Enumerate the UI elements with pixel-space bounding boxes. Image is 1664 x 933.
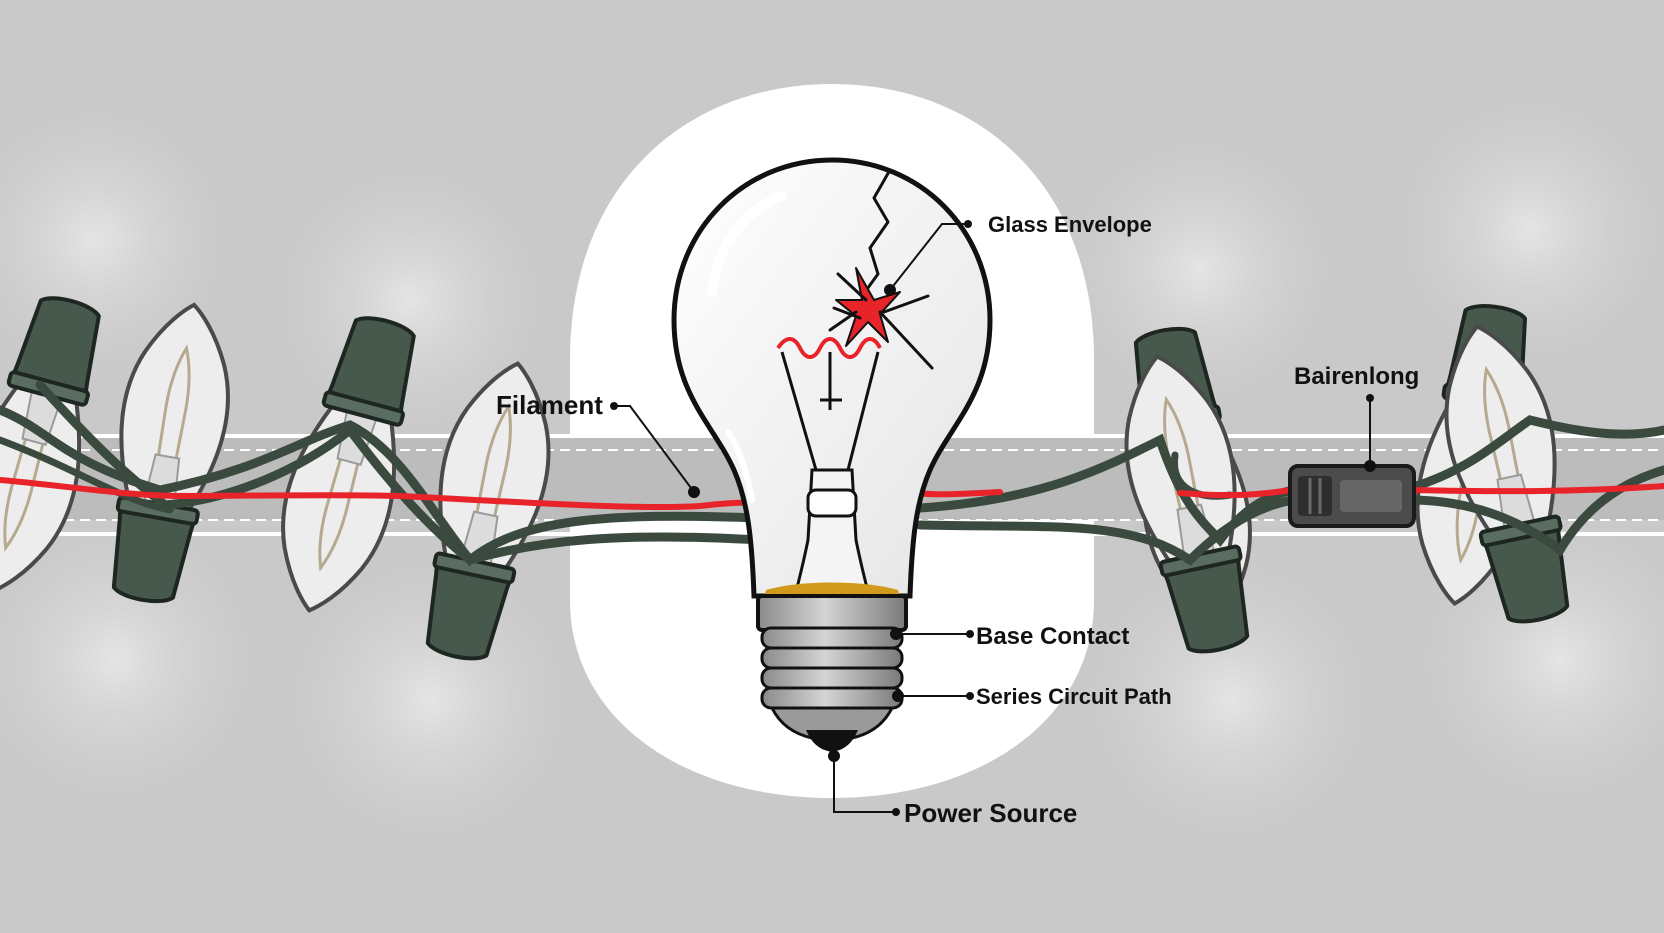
mini-bulb-socket <box>111 501 198 604</box>
stem-press <box>806 488 858 518</box>
series-connector <box>1288 464 1416 528</box>
filament-supports <box>780 351 880 471</box>
label-power-source: Power Source <box>904 798 1077 828</box>
mini-bulb-socket <box>1481 520 1570 624</box>
mini-bulb-socket <box>324 316 416 422</box>
power-source-leader <box>833 756 896 813</box>
left-wire-third <box>0 436 174 514</box>
label-base-contact: Base Contact <box>976 623 1129 650</box>
glass-highlight <box>707 191 787 297</box>
leader-lines <box>610 220 1376 816</box>
base-collar <box>756 594 908 632</box>
mini-bulb-socket <box>9 296 101 402</box>
right-wire-lower <box>915 493 1315 566</box>
glass-highlight-lower <box>725 429 755 503</box>
mini-bulb-filament <box>466 402 512 566</box>
left-wire-upper <box>0 405 765 567</box>
left-wire-lower <box>35 380 765 565</box>
right-wire-far-lower <box>1405 465 1664 557</box>
mini-bulb-glass <box>1444 324 1557 544</box>
mini-bulb-filament <box>1455 400 1493 564</box>
label-series-circuit-path: Series Circuit Path <box>976 684 1172 709</box>
mini-bulb-filament <box>149 344 191 508</box>
mini-bulb-socket <box>1161 550 1250 654</box>
label-glass-envelope: Glass Envelope <box>988 212 1152 237</box>
crack-shards <box>828 272 934 370</box>
mini-bulb-filament <box>1483 365 1529 529</box>
glass-envelope-leader <box>889 223 968 291</box>
mini-bulb-filament <box>318 410 372 572</box>
mini-bulb-socket-rim <box>321 390 405 427</box>
base-threads <box>760 626 904 710</box>
mini-bulb-filament <box>1163 395 1209 559</box>
string-light-bulb <box>1124 354 1250 654</box>
current-path-far-right <box>1409 483 1664 495</box>
current-path-right <box>1177 487 1293 499</box>
callout-labels: Glass Envelope Filament Bairenlong Base … <box>496 212 1419 828</box>
filament-leader <box>614 405 695 493</box>
main-bulb <box>671 157 993 752</box>
right-wire-far-upper <box>1405 415 1664 493</box>
mini-bulb-glass <box>1124 354 1237 574</box>
mini-bulb-filament <box>3 390 57 552</box>
label-bairenlong: Bairenlong <box>1294 363 1419 390</box>
filament-coil <box>776 337 882 359</box>
mini-bulb-socket <box>425 557 514 661</box>
label-filament: Filament <box>496 390 603 420</box>
base-contact-tip <box>806 730 858 752</box>
mini-bulb-glass <box>119 302 230 523</box>
